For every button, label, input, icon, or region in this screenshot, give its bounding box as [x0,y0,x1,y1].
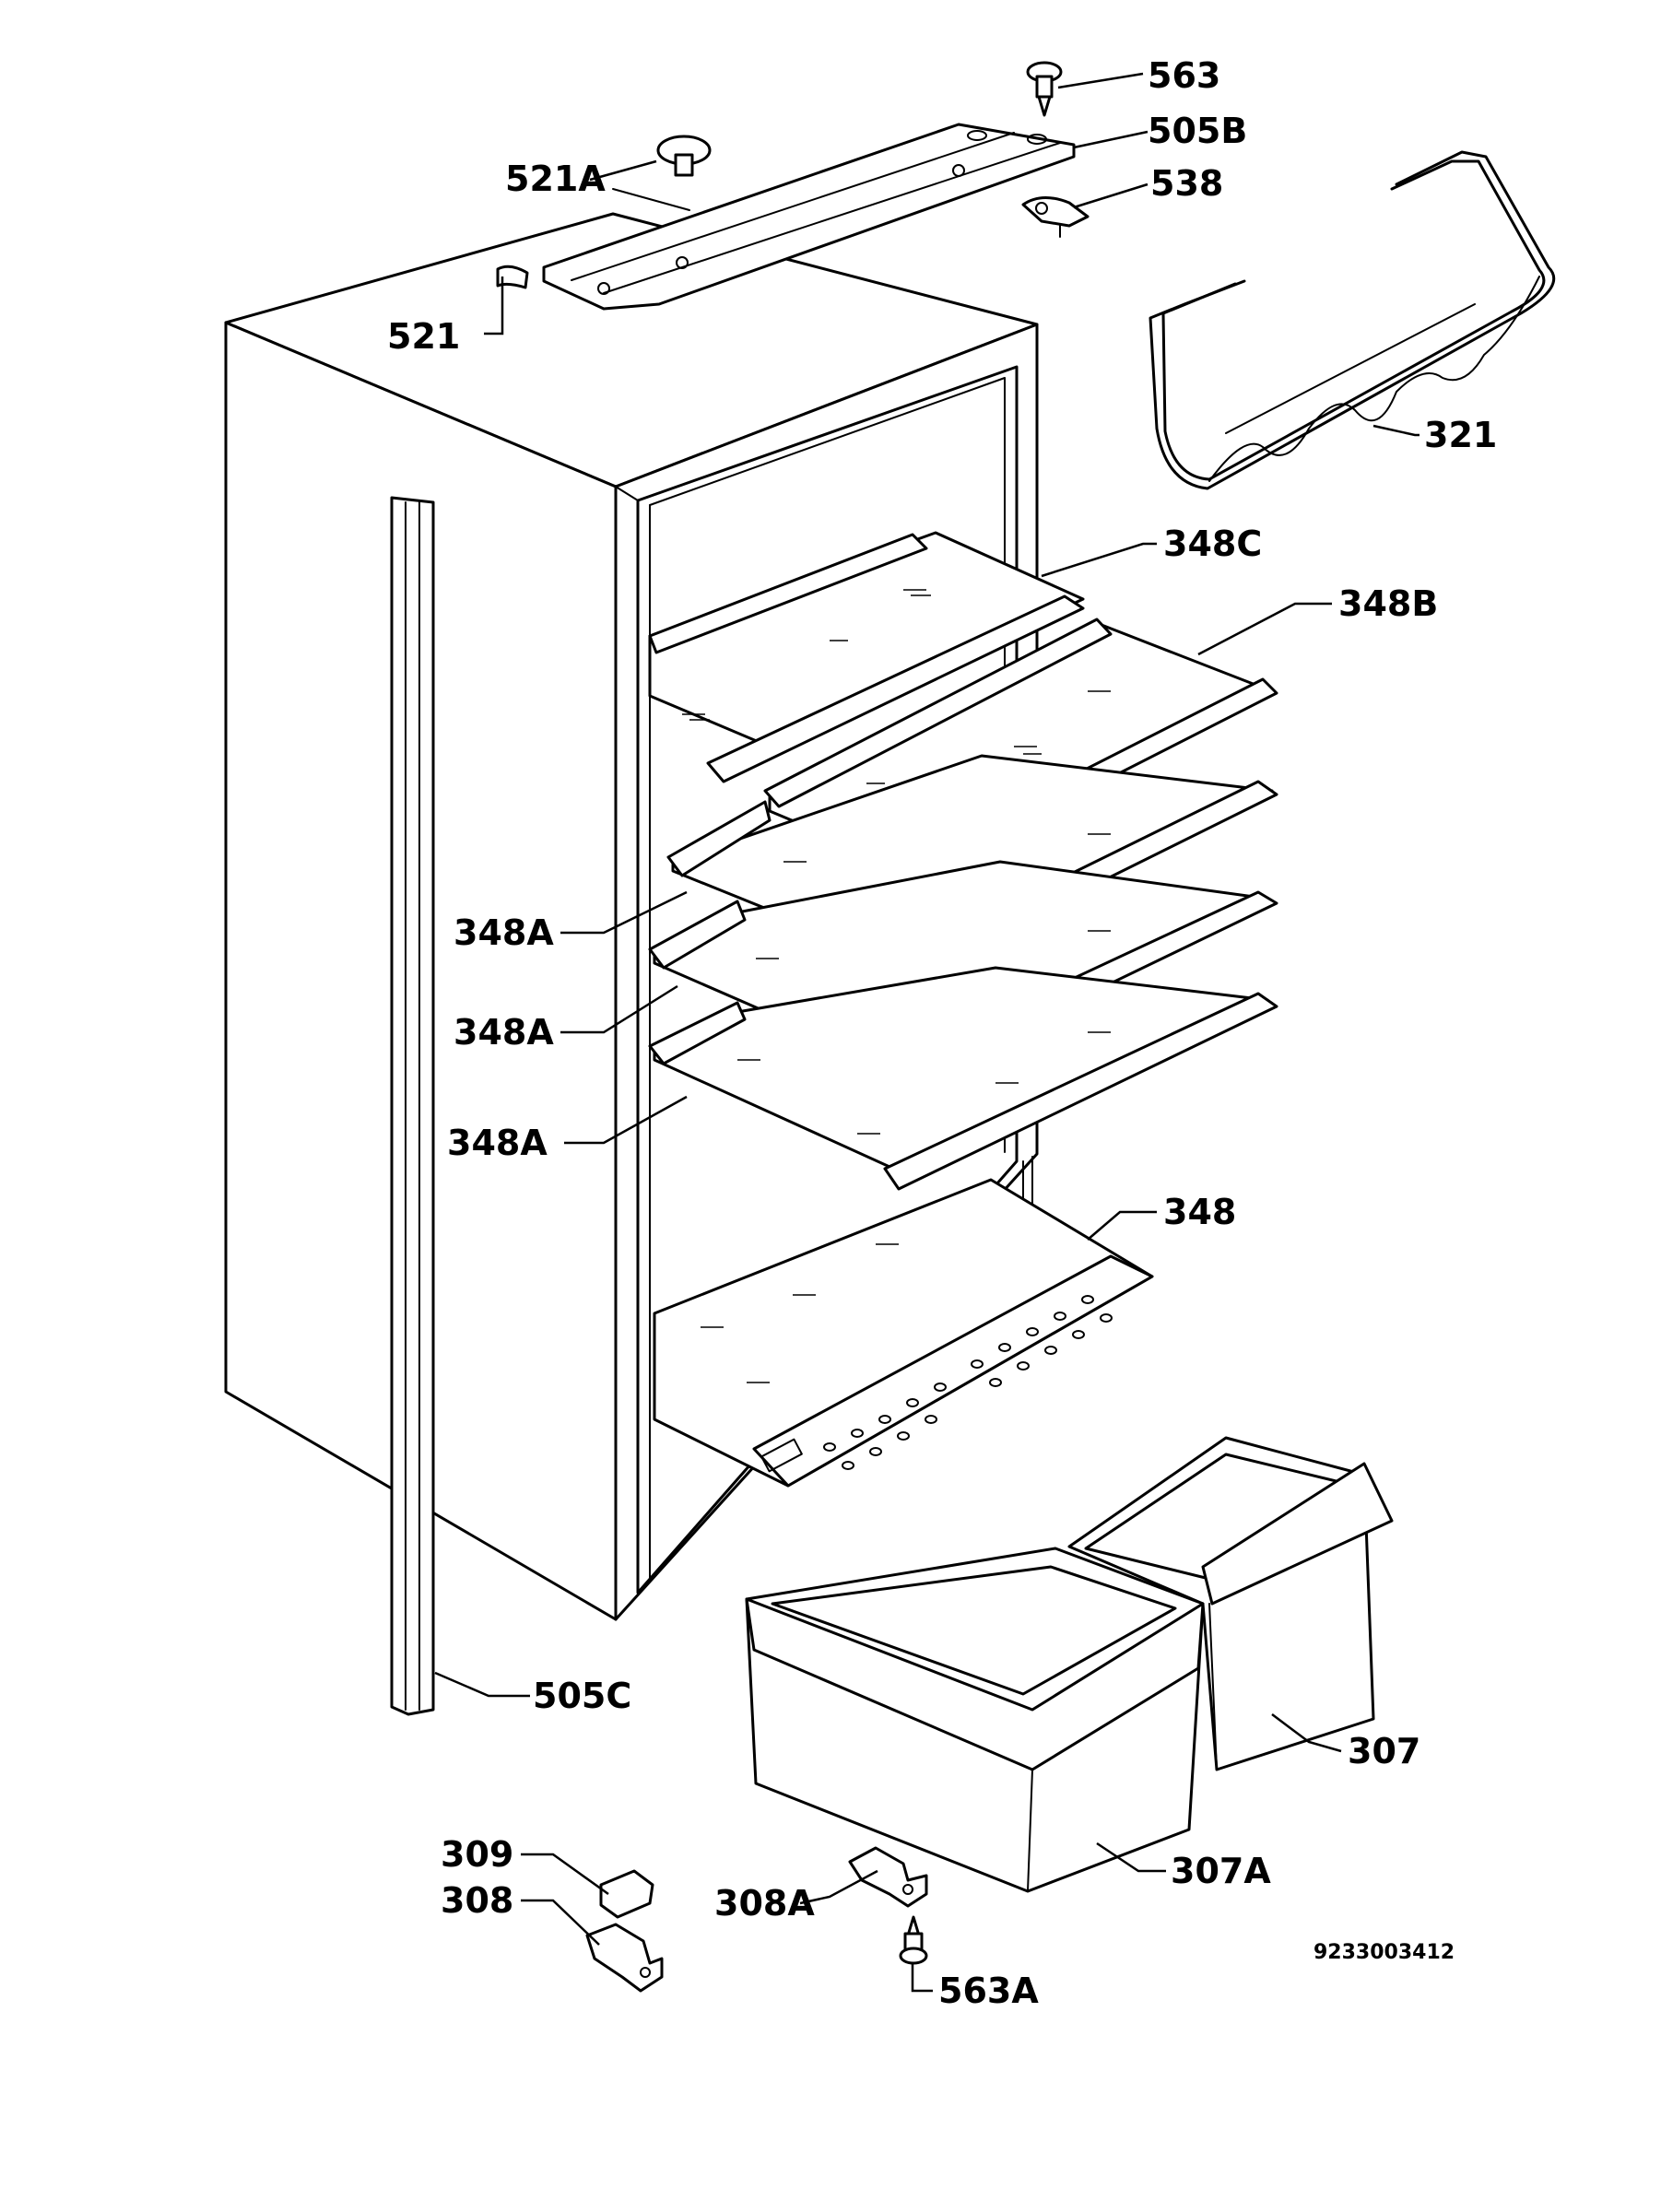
label-521: 521 [387,316,460,357]
crisper-drawer-307 [1067,1436,1394,1771]
top-hinge-plate-505b [542,123,1076,311]
label-308a: 308A [714,1883,815,1924]
bottle-rack-321 [1149,150,1556,490]
shelf-348c [648,531,1085,783]
crisper-drawer-307a [745,1547,1205,1893]
part-labels: 563 505B 521A 538 521 321 348C 348B 348A… [387,55,1497,2011]
document-number: 9233003412 [1313,1941,1455,1964]
door-seal-505c [390,496,435,1716]
label-308: 308 [441,1880,513,1921]
label-348b: 348B [1338,583,1438,624]
hinge-pin-563 [1026,61,1063,117]
label-321: 321 [1424,415,1497,455]
shelf-348a-lower [648,966,1278,1191]
label-348a-middle: 348A [454,1012,554,1053]
cap-309 [599,1869,654,1919]
cap-521a [656,135,712,177]
label-348: 348 [1163,1192,1236,1232]
shelf-vent-holes [823,1295,1113,1470]
label-505b: 505B [1148,111,1247,151]
label-348a-upper: 348A [454,912,554,953]
label-348c: 348C [1163,524,1262,564]
hinge-bracket-308 [585,1923,664,1993]
hinge-pin-563a [899,1915,928,1965]
label-309: 309 [441,1834,513,1875]
label-307a: 307A [1171,1851,1271,1891]
hinge-bracket-308a [848,1846,928,1908]
label-538: 538 [1150,163,1223,204]
label-505c: 505C [533,1676,631,1716]
label-521a: 521A [505,159,606,199]
label-563a: 563A [938,1971,1039,2011]
leader-lines [434,72,1420,1993]
bracket-538 [1021,196,1090,238]
label-307: 307 [1348,1731,1420,1771]
glass-shelf-348 [653,1178,1154,1488]
label-348a-lower: 348A [447,1123,548,1163]
label-563: 563 [1148,55,1220,96]
